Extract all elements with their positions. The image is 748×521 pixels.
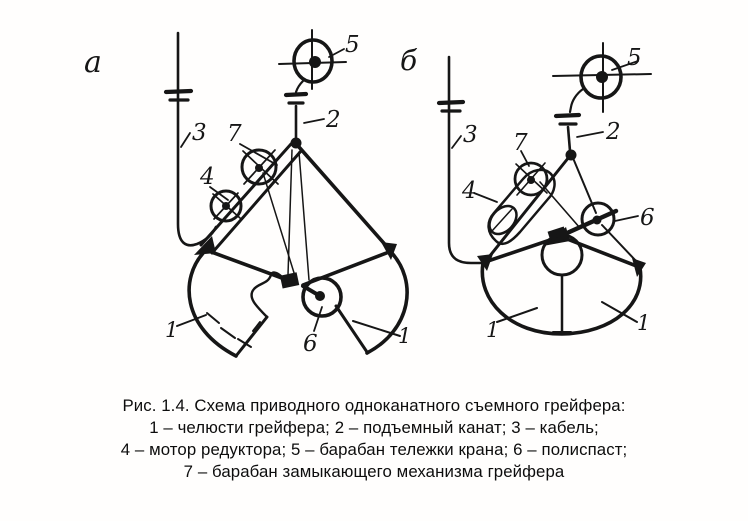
panel-a: а 3 5 bbox=[84, 29, 411, 358]
callout-6-b: 6 bbox=[614, 205, 655, 231]
caption-legend-line-1: 1 – челюсти грейфера; 2 – подъемный кана… bbox=[149, 418, 599, 437]
jaw-pivot-left-b bbox=[477, 254, 493, 271]
callout-2-a-label: 2 bbox=[325, 107, 341, 133]
jaws-closed-b bbox=[480, 233, 643, 336]
frame-a bbox=[194, 145, 397, 287]
cable-line-b bbox=[436, 55, 483, 265]
callout-3-b-label: 3 bbox=[463, 122, 478, 148]
caption-legend-line-3: 7 – барабан замыкающего механизма грейфе… bbox=[183, 462, 565, 481]
callout-1-right-b-label: 1 bbox=[637, 311, 650, 335]
callout-2-b-label: 2 bbox=[605, 119, 621, 145]
callout-5-b: 5 bbox=[611, 45, 642, 71]
trolley-drum-a bbox=[278, 29, 347, 90]
jaw-left-a bbox=[187, 249, 284, 358]
callout-3-b: 3 bbox=[451, 122, 478, 149]
callout-4-b: 4 bbox=[461, 178, 498, 204]
closing-drum-b bbox=[513, 161, 549, 197]
callout-4-a: 4 bbox=[199, 164, 229, 201]
callout-5-a: 5 bbox=[328, 32, 360, 58]
pulley-block-a bbox=[279, 272, 343, 318]
pulley-block-b bbox=[580, 201, 616, 237]
callout-6-a: 6 bbox=[303, 306, 323, 357]
callout-2-b: 2 bbox=[576, 119, 621, 145]
callout-1-right-b: 1 bbox=[601, 301, 650, 335]
callout-4-b-label: 4 bbox=[461, 178, 477, 204]
callout-6-a-label: 6 bbox=[303, 331, 318, 357]
hoist-rope-a bbox=[283, 79, 309, 149]
caption-legend-line-2: 4 – мотор редуктора; 5 – барабан тележки… bbox=[120, 440, 628, 459]
grab-schematic-svg: а 3 5 bbox=[84, 29, 655, 358]
callout-7-a: 7 bbox=[227, 121, 278, 166]
callout-1-left-b: 1 bbox=[486, 307, 538, 342]
trolley-drum-b bbox=[552, 42, 652, 113]
callout-3-a-label: 3 bbox=[192, 120, 207, 146]
motor-reducer-a bbox=[209, 189, 243, 223]
motor-arm-b bbox=[487, 161, 556, 246]
jaw-right-a bbox=[334, 249, 409, 355]
callout-7-b: 7 bbox=[513, 130, 530, 167]
callout-5-a-label: 5 bbox=[345, 32, 360, 58]
callout-1-left-a-label: 1 bbox=[165, 318, 178, 342]
callout-1-right-a: 1 bbox=[352, 320, 411, 348]
hoist-rope-b bbox=[553, 87, 585, 161]
frame-b bbox=[477, 155, 646, 277]
callout-2-a: 2 bbox=[303, 107, 341, 133]
callout-5-b-label: 5 bbox=[627, 45, 642, 71]
callout-1-right-a-label: 1 bbox=[398, 324, 411, 348]
callout-4-a-label: 4 bbox=[199, 164, 215, 190]
panel-b: б 3 5 bbox=[400, 42, 655, 342]
closing-drum-a bbox=[240, 148, 278, 186]
callout-1-left-a: 1 bbox=[165, 314, 207, 342]
figure-caption: Рис. 1.4. Схема приводного одноканатного… bbox=[0, 395, 748, 483]
motor-arm-a bbox=[199, 142, 303, 255]
callout-6-b-label: 6 bbox=[640, 205, 655, 231]
panel-b-label: б bbox=[400, 44, 418, 77]
caption-title: Рис. 1.4. Схема приводного одноканатного… bbox=[122, 396, 626, 415]
callout-1-left-b-label: 1 bbox=[486, 318, 499, 342]
callout-7-b-label: 7 bbox=[513, 130, 528, 156]
callout-7-a-label: 7 bbox=[227, 121, 242, 147]
panel-a-label: а bbox=[84, 45, 102, 80]
cable-line-a bbox=[163, 31, 218, 247]
callout-3-a: 3 bbox=[180, 120, 207, 148]
